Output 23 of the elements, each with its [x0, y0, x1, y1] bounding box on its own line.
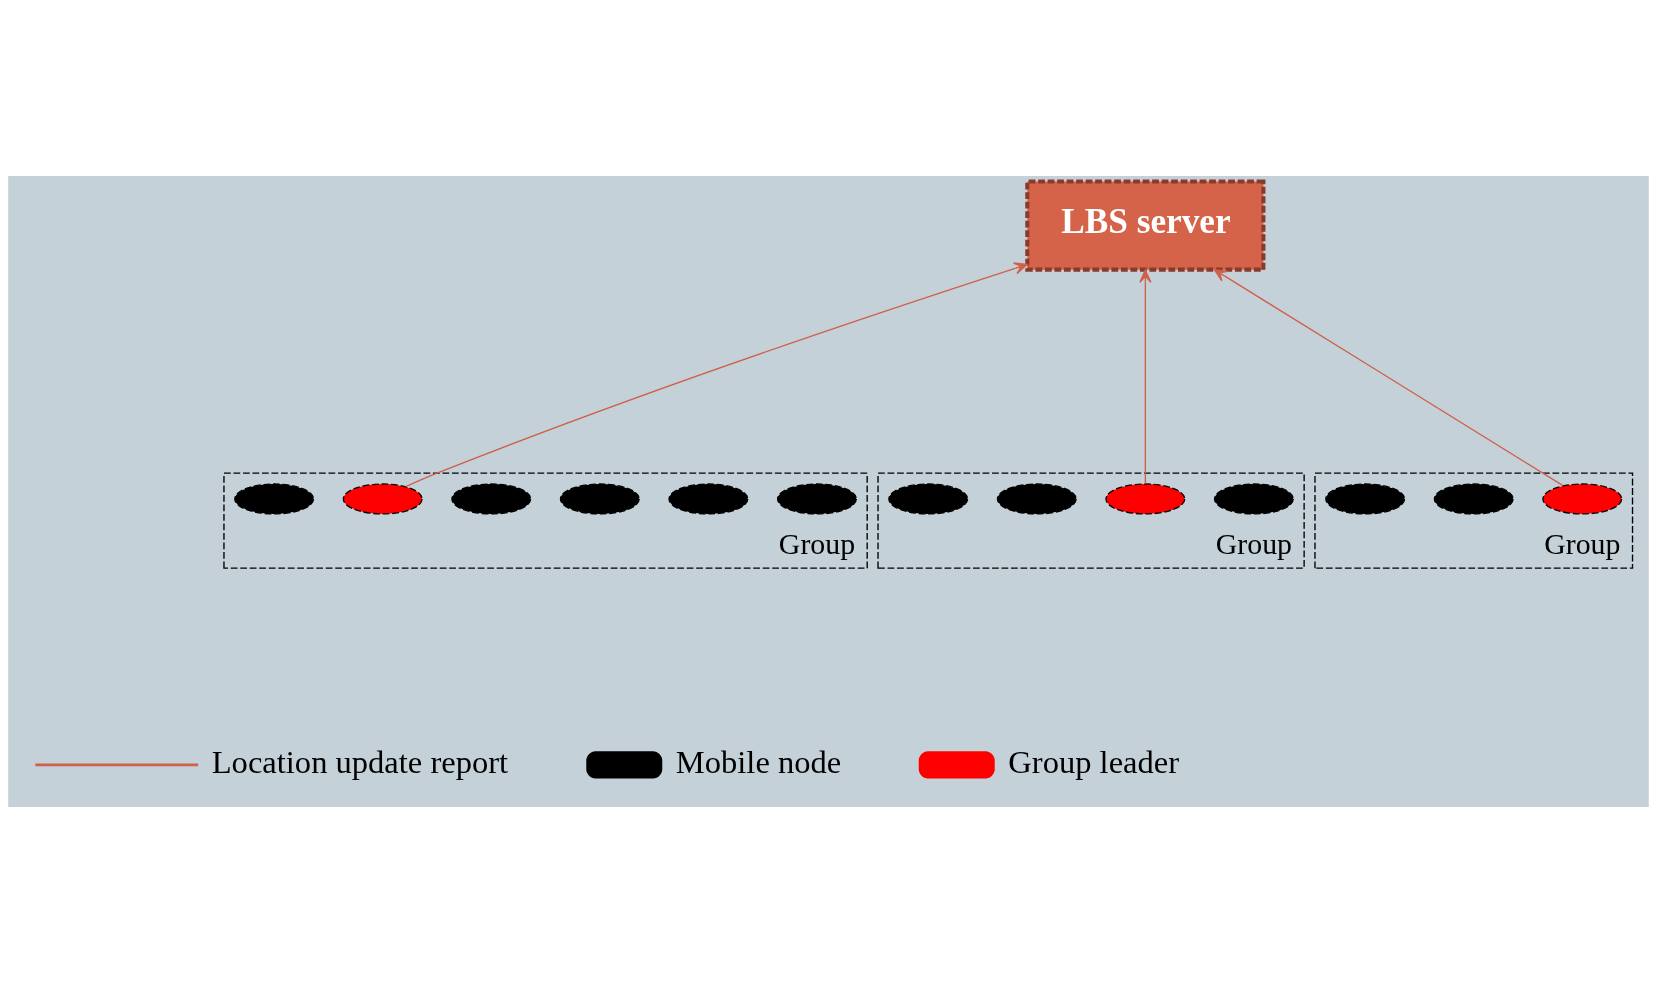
- arrow: [1213, 268, 1564, 487]
- legend-label: Group leader: [1008, 744, 1180, 781]
- node-ellipse: [1542, 483, 1623, 515]
- node-ellipse: [451, 483, 532, 515]
- cluster: Group: [223, 472, 868, 569]
- node-ellipse: [342, 483, 423, 515]
- node-ellipse: [234, 483, 315, 515]
- legend-label: Location update report: [211, 744, 509, 781]
- node-ellipse: [1213, 483, 1294, 515]
- cluster: Group: [1314, 472, 1634, 569]
- arrow: [405, 262, 1028, 488]
- node-box: LBS server: [1025, 179, 1266, 272]
- cluster: Group: [877, 472, 1305, 569]
- node-ellipse: [668, 483, 749, 515]
- node-ellipse: [776, 483, 857, 515]
- legend-label: Mobile node: [675, 744, 842, 781]
- arrow: [1139, 269, 1152, 485]
- node-ellipse: [996, 483, 1077, 515]
- node-ellipse: [888, 483, 969, 515]
- node-ellipse: [559, 483, 640, 515]
- node-ellipse: [1325, 483, 1406, 515]
- node-ellipse: [1105, 483, 1186, 515]
- node-ellipse: [1433, 483, 1514, 515]
